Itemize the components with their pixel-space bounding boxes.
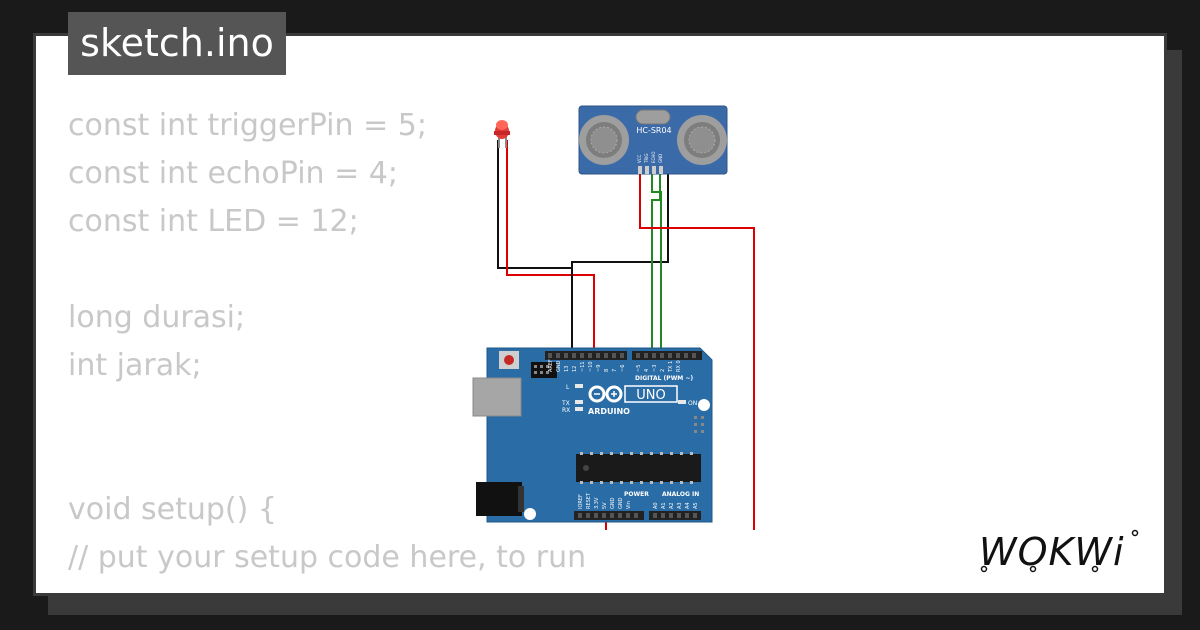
- digital-label: DIGITAL (PWM ~): [635, 375, 693, 382]
- bottom-pin-label: 3.3V: [594, 497, 600, 509]
- sensor-model-label: HC-SR04: [636, 126, 671, 135]
- top-pin-label: 2: [660, 369, 666, 372]
- power-jack: [476, 482, 522, 516]
- bottom-pin-label: GND: [618, 497, 624, 509]
- led-rx-label: RX: [562, 407, 570, 414]
- code-line: void setup() {: [68, 492, 277, 527]
- status-leds: [575, 384, 686, 411]
- sensor-pin-vcc: VCC: [637, 154, 642, 163]
- top-pin-label: ~3: [652, 365, 658, 372]
- top-pin-label: ~10: [588, 361, 594, 372]
- sensor-pin-echo: ECHO: [651, 152, 656, 163]
- wire-sensor-gnd: [571, 172, 669, 356]
- bottom-pin-label: A5: [693, 502, 699, 509]
- wire-sensor-trig: [651, 172, 662, 356]
- wokwi-circuit-dots: [980, 529, 1139, 573]
- bottom-pin-label: Vin: [626, 501, 632, 509]
- arduino-infinity-logo: [588, 385, 623, 403]
- wire-sensor-vcc: [605, 172, 755, 530]
- wires: [497, 140, 755, 530]
- board-brand-label: ARDUINO: [588, 407, 630, 416]
- wire-sensor-echo: [651, 172, 661, 356]
- power-label: POWER: [624, 491, 649, 498]
- bottom-pin-label: RESET: [586, 492, 592, 509]
- top-pin-label: ~5: [636, 365, 642, 372]
- analog-label: ANALOG IN: [662, 491, 699, 498]
- sensor-pin-gnd: GND: [658, 154, 663, 163]
- sensor-pin-trig: TRIG: [644, 153, 649, 164]
- top-pin-label: ~11: [580, 361, 586, 372]
- top-pin-label: 7: [612, 369, 618, 372]
- top-pin-label: 13: [564, 366, 570, 372]
- microcontroller-chip: [576, 452, 701, 484]
- code-line: const int echoPin = 4;: [68, 156, 398, 191]
- bottom-pin-label: A0: [653, 502, 659, 509]
- sensor-pins: [638, 166, 663, 174]
- led-on-label: ON: [688, 400, 697, 407]
- code-line: int jarak;: [68, 348, 202, 383]
- wokwi-logo[interactable]: WOKWi: [975, 525, 1150, 580]
- header-digital-right: [632, 351, 702, 360]
- code-preview: const int triggerPin = 5; const int echoP…: [68, 102, 586, 582]
- circuit-diagram: HC-SR04 VCC TRIG ECHO GND: [472, 105, 755, 530]
- top-pin-label: AREF: [548, 359, 554, 372]
- header-digital-left: [545, 351, 627, 360]
- led-tx-label: TX: [561, 400, 570, 407]
- top-pin-label: TX 1: [668, 361, 674, 373]
- file-tab[interactable]: sketch.ino: [68, 12, 286, 75]
- header-power: [574, 511, 644, 520]
- bottom-pin-label: A2: [669, 502, 675, 509]
- top-pin-label: ~9: [596, 365, 602, 372]
- usb-port: [472, 377, 522, 417]
- wire-led-cathode: [497, 140, 573, 356]
- code-line: long durasi;: [68, 300, 246, 335]
- bottom-pin-label: A1: [661, 502, 667, 509]
- bottom-pin-label: A3: [677, 502, 683, 509]
- bottom-pin-label: IOREF: [578, 494, 584, 509]
- top-pin-label: GND: [556, 360, 562, 372]
- wire-led-anode: [506, 140, 595, 356]
- top-pin-label: ~6: [620, 365, 626, 372]
- header-analog: [649, 511, 701, 520]
- bottom-pin-label: 5V: [602, 502, 608, 509]
- top-pin-label: RX 0: [676, 360, 682, 372]
- code-line: const int triggerPin = 5;: [68, 108, 427, 143]
- bottom-pin-label: GND: [610, 497, 616, 509]
- code-line: // put your setup code here, to run: [68, 540, 587, 575]
- wokwi-logo-text: WOKWi: [979, 530, 1125, 574]
- top-pin-label: 12: [572, 366, 578, 372]
- top-pin-label: 4: [644, 369, 650, 372]
- board-model-label: UNO: [636, 388, 665, 403]
- bottom-pin-label: A4: [685, 502, 691, 509]
- led-l-label: L: [566, 384, 570, 391]
- ultrasonic-sensor[interactable]: HC-SR04 VCC TRIG ECHO GND: [578, 105, 728, 175]
- top-pin-label: 8: [604, 369, 610, 372]
- led-component[interactable]: [494, 120, 510, 148]
- code-line: const int LED = 12;: [68, 204, 359, 239]
